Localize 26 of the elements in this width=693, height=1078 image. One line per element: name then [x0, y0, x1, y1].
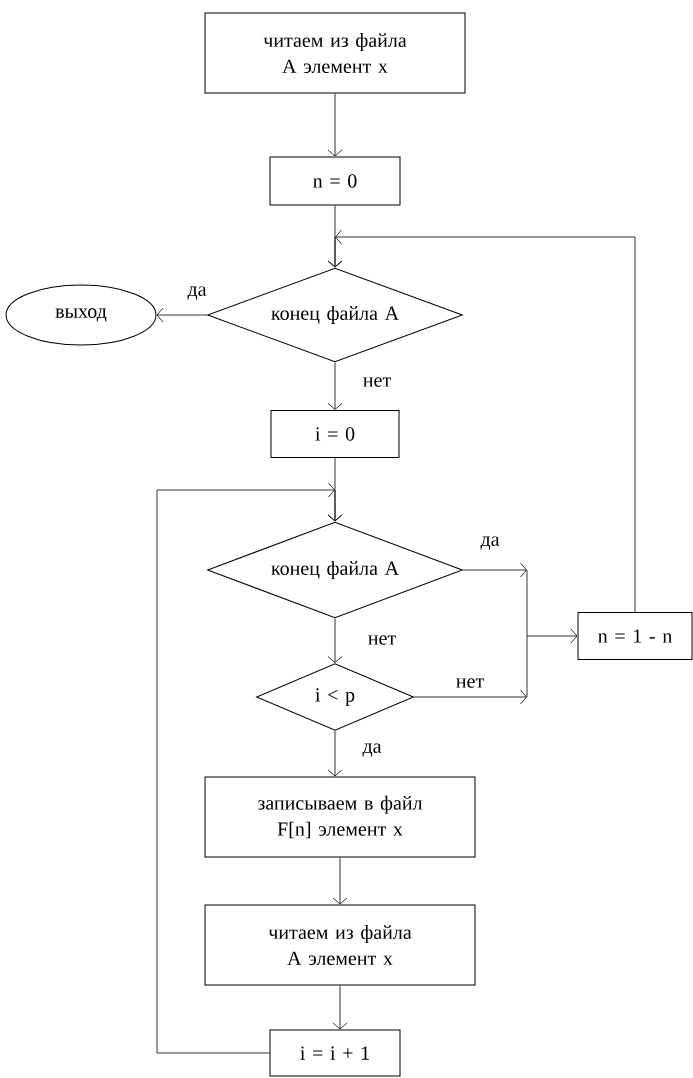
process-box: читаем из файла A элемент x	[204, 904, 476, 986]
arrow	[156, 307, 208, 323]
process-box: i = 0	[270, 410, 400, 458]
process-box: записываем в файл F[n] элемент x	[204, 776, 476, 858]
process-box: n = 0	[269, 156, 401, 206]
edge-label: да	[479, 535, 501, 551]
arrow	[327, 229, 636, 613]
arrow	[156, 482, 343, 1054]
process-box: i = i + 1	[269, 1029, 401, 1077]
arrow	[327, 730, 343, 777]
arrow	[327, 618, 343, 663]
arrow	[327, 362, 343, 410]
arrow	[413, 689, 527, 705]
edge-label: нет	[366, 634, 398, 646]
arrow	[327, 93, 343, 157]
arrow	[332, 857, 348, 905]
arrow	[526, 569, 578, 698]
process-box: читаем из файла A элемент x	[204, 12, 466, 94]
arrow	[332, 985, 348, 1030]
process-box: n = 1 - n	[577, 612, 693, 660]
edge-label: нет	[454, 677, 486, 689]
terminal-oval: выход	[5, 284, 157, 346]
edge-label: да	[186, 285, 208, 301]
arrow	[462, 562, 527, 578]
edge-label: нет	[361, 376, 393, 388]
edge-label: да	[361, 742, 383, 758]
